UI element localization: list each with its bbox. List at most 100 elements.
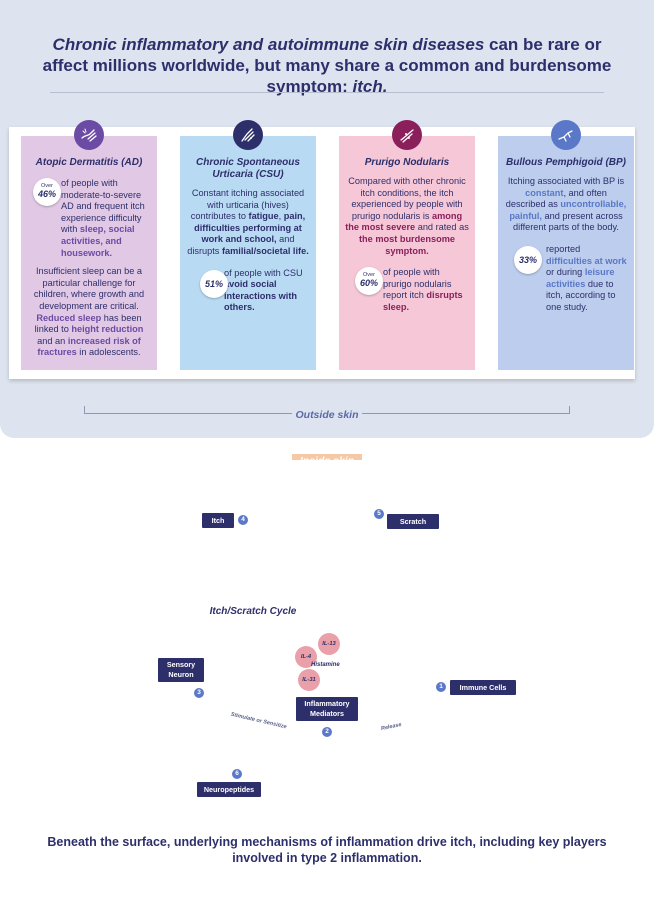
step-6-badge: 6: [231, 768, 243, 780]
stat-percent: 51%: [204, 278, 223, 289]
scratch-mark-icon: [431, 500, 505, 506]
step-5-badge: 5: [373, 508, 385, 520]
highlight: uncontrollable, painful,: [509, 199, 627, 221]
card-title: Chronic Spontaneous Urticaria (CSU): [196, 157, 300, 180]
arm-scratching-icon: [551, 120, 581, 150]
node-line: Neuron: [168, 670, 194, 679]
card-paragraph: Compared with other chronic itch conditi…: [345, 176, 469, 257]
text: and disrupts: [187, 234, 295, 256]
text: Compared with other chronic itch conditi…: [348, 176, 466, 221]
stat-text: of people with prurigo nodularis report …: [383, 267, 452, 301]
node-scratch: Scratch: [387, 514, 439, 529]
arrow-neuron-to-neuropeptides: [199, 699, 261, 777]
neuropeptide-icon: [277, 753, 287, 763]
card-bullous-pemphigoid: Bullous Pemphigoid (BP) Itching associat…: [498, 120, 634, 370]
stat-badge: 33%: [514, 245, 542, 274]
highlight: among the most severe: [345, 210, 463, 233]
scratch-mark-icon: [424, 492, 509, 500]
mediator-il31: IL-31: [298, 669, 320, 691]
stat-block: 33% reported difficulties at work or dur…: [504, 244, 628, 314]
card-atopic-dermatitis: Atopic Dermatitis (AD) Over 46% of peopl…: [21, 120, 157, 370]
text: , and often described as: [505, 187, 607, 210]
step-2-badge: 2: [321, 726, 333, 738]
text: and present across different parts of th…: [513, 210, 623, 233]
inside-skin-label: Inside skin: [299, 455, 355, 467]
stat-text: due to itch, according to one study.: [546, 278, 616, 312]
highlight: the most burdensome symptom.: [359, 233, 455, 256]
stat-block: 51% of people with CSU avoid social inte…: [186, 268, 310, 314]
highlight: fatigue: [248, 211, 279, 222]
card-paragraph: Itching associated with BP is constant, …: [504, 176, 628, 234]
stat-highlight: disrupts sleep.: [383, 290, 463, 312]
neuropeptide-icon: [269, 769, 279, 779]
headline-body: can be rare or affect millions worldwide…: [42, 35, 612, 96]
card-prurigo-nodularis: Prurigo Nodularis Compared with other ch…: [339, 120, 475, 370]
stat-text: of people with moderate-to-severe AD and…: [61, 178, 145, 235]
highlight: Reduced sleep: [36, 312, 102, 323]
itch-wave-icon: [165, 493, 247, 499]
node-neuropeptides: Neuropeptides: [197, 782, 261, 797]
text: and rated as: [415, 222, 469, 233]
stat-percent: 46%: [37, 189, 56, 199]
nerve-fiber-icon: [80, 648, 150, 771]
bracket-gap: [292, 454, 362, 460]
card-title: Prurigo Nodularis: [364, 157, 450, 168]
highlight: constant: [525, 187, 564, 198]
card-paragraph: Constant itching associated with urticar…: [186, 188, 310, 258]
highlight: pain, difficulties performing at work an…: [194, 211, 306, 245]
stat-badge: 51%: [200, 269, 228, 298]
arrow-itch-to-scratch: [254, 507, 373, 518]
step-1-badge: 1: [435, 681, 447, 693]
headline-itch: itch.: [352, 77, 388, 96]
immune-cell-icon: [525, 692, 555, 722]
outside-skin-label: Outside skin: [295, 409, 359, 421]
immune-cell-icon: [549, 669, 583, 703]
node-inflammatory-mediators: Inflammatory Mediators: [296, 697, 358, 721]
card-title: Atopic Dermatitis (AD): [35, 157, 143, 168]
highlight: increased risk of fractures: [37, 335, 141, 358]
arrow-scratch-to-immune: [417, 526, 467, 683]
step-3-badge: 3: [193, 687, 205, 699]
scratch-mark-icon: [419, 484, 506, 494]
headline-divider: [50, 92, 604, 93]
highlight: height reduction: [71, 324, 144, 335]
stat-highlight: leisure activities: [546, 267, 615, 289]
stimulate-label: Stimulate or Sensitize: [230, 711, 288, 731]
node-sensory-neuron: Sensory Neuron: [158, 658, 204, 682]
arm-scratching-icon: [392, 120, 422, 150]
card-title: Bullous Pemphigoid (BP): [506, 157, 626, 168]
text: Itching associated with BP is: [507, 176, 625, 186]
highlight: familial/societal life.: [221, 245, 309, 256]
stat-block: Over 60% of people with prurigo nodulari…: [345, 267, 469, 313]
text: in adolescents.: [76, 347, 141, 358]
mediator-il13: IL-13: [318, 633, 340, 655]
stat-text: or during: [546, 267, 585, 278]
stat-highlight: sleep, social activities, and housework.: [61, 224, 135, 258]
neuropeptide-icon: [286, 767, 296, 777]
stat-over: Over: [363, 272, 375, 279]
stat-badge: Over 46%: [33, 178, 61, 206]
bracket-gap: [292, 408, 362, 416]
node-line: Mediators: [310, 709, 344, 718]
neuropeptide-icon: [259, 757, 269, 767]
footer-caption: Beneath the surface, underlying mechanis…: [47, 835, 607, 865]
arrow-neuron-to-itch: [157, 531, 219, 656]
card-paragraph: Insufficient sleep can be a particular c…: [27, 266, 151, 359]
hand-scratching-icon: [74, 120, 104, 150]
cycle-title: Itch/Scratch Cycle: [209, 606, 297, 617]
text: Constant itching associated with urticar…: [190, 188, 305, 222]
stat-percent: 60%: [359, 278, 378, 289]
node-line: Sensory: [166, 660, 196, 669]
headline-emphasis: Chronic inflammatory and autoimmune skin…: [52, 35, 485, 54]
immune-cell-icon: [516, 658, 546, 688]
stat-text: of people with CSU: [224, 267, 303, 278]
itch-wave-icon: [165, 484, 247, 490]
arm-scratching-icon: [233, 120, 263, 150]
mediator-il4: IL-4: [295, 646, 317, 668]
stat-over: Over: [41, 183, 53, 189]
stat-badge: Over 60%: [355, 267, 383, 296]
headline: Chronic inflammatory and autoimmune skin…: [30, 34, 624, 97]
stat-highlight: difficulties at work: [546, 255, 627, 266]
mediator-histamine: Histamine: [311, 662, 340, 668]
itch-wave-icon: [165, 475, 247, 481]
